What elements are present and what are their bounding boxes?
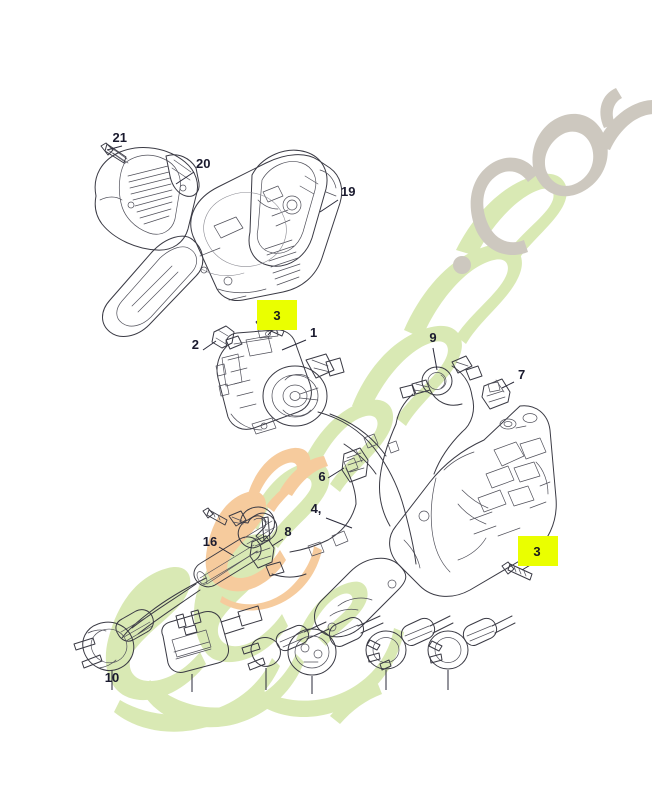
highlight-3-bottom	[518, 536, 558, 566]
label-3-bottom: 3	[533, 544, 540, 559]
part-3-screw-bottom	[501, 561, 533, 581]
label-16: 16	[203, 534, 217, 549]
plug-au-2	[427, 615, 516, 690]
label-4: 4,	[311, 501, 322, 516]
part-20-sprocket-cover	[94, 146, 200, 251]
label-8: 8	[284, 524, 291, 539]
plug-round	[287, 615, 384, 694]
part-2-motor-bracket	[211, 325, 243, 350]
part-10-power-cord	[73, 577, 207, 690]
watermark-layer	[105, 88, 652, 732]
label-1: 1	[310, 325, 317, 340]
label-9: 9	[429, 330, 436, 345]
part-21-screw	[100, 142, 129, 164]
part-6-terminal-connector	[341, 447, 369, 483]
label-19: 19	[341, 184, 355, 199]
plug-europlug	[241, 621, 330, 690]
watermark-orange	[205, 447, 328, 611]
label-20: 20	[196, 156, 210, 171]
part-1-motor	[215, 327, 345, 435]
label-3-top: 3	[273, 308, 280, 323]
housing-right-half	[314, 405, 557, 638]
plug-au-1	[365, 615, 454, 690]
label-21: 21	[113, 130, 127, 145]
part-number-labels: 21 20 19 1 2 3 9 7 6 4, 8 16 3 10	[105, 130, 541, 685]
plug-uk	[161, 605, 263, 692]
watermark-dotcom	[453, 88, 652, 274]
label-2: 2	[192, 337, 199, 352]
label-10: 10	[105, 670, 119, 685]
highlight-boxes	[257, 300, 558, 566]
part-19-housing-left	[102, 149, 343, 337]
watermark-green	[105, 173, 567, 732]
label-7: 7	[518, 367, 525, 382]
label-6: 6	[318, 469, 325, 484]
highlight-3-top	[257, 300, 297, 330]
part-16-strain-relief	[193, 507, 278, 588]
part-4-wiring-harness	[289, 411, 463, 565]
part-9-switch-capacitor	[395, 355, 483, 433]
part-7-connector-block	[481, 378, 511, 410]
